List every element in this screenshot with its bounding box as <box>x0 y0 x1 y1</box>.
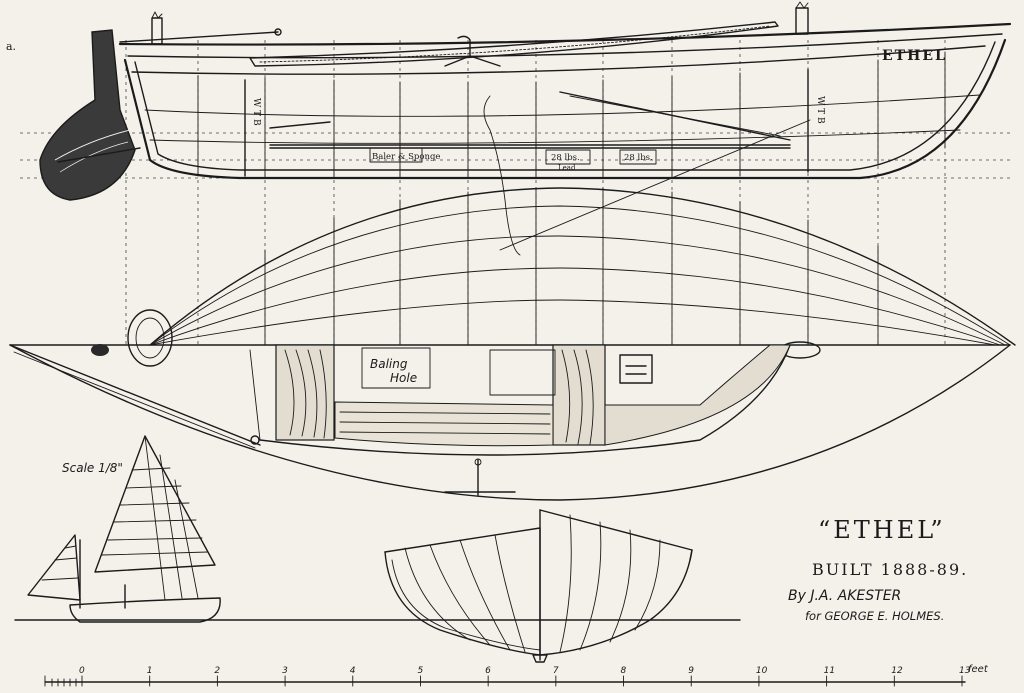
scale-tick-label: 8 <box>621 666 627 676</box>
baling-label-1: Baling <box>370 357 408 371</box>
scale-tick-label: 6 <box>485 666 491 676</box>
scale-tick-label: 5 <box>417 666 423 676</box>
scale-tick-label: 0 <box>79 666 85 676</box>
weight-label-1-sub: Lead <box>558 164 576 172</box>
title-block: “ETHEL” BUILT 1888-89. By J.A. AKESTER f… <box>788 516 968 623</box>
scale-tick-label: 10 <box>756 666 768 676</box>
built-date: BUILT 1888-89. <box>812 560 968 579</box>
scale-tick-label: 4 <box>350 666 356 676</box>
body-plan <box>384 509 693 663</box>
baler-sponge-label: Baler & Sponge <box>372 152 440 162</box>
weight-label-1: 28 lbs. <box>551 153 580 163</box>
scale-bar-unit: feet <box>968 664 989 675</box>
wtb-label-right: W T B <box>815 96 825 124</box>
weight-label-2: 28 lbs. <box>624 153 653 163</box>
scale-tick-label: 9 <box>688 666 694 676</box>
scale-tick-label: 12 <box>891 666 903 676</box>
scale-tick-label: 2 <box>214 666 220 676</box>
half-breadth-plan <box>9 119 1016 367</box>
wtb-label-left: W T B <box>251 98 261 126</box>
profile-view: a. ETHEL W T B W T B Baler & Sponge 28 l… <box>6 1 1012 256</box>
interior-plan: Baling Hole <box>9 344 1011 501</box>
station-lines <box>20 40 1010 345</box>
scale-label: Scale 1/8" <box>62 461 123 475</box>
sail-plan: Scale 1/8" <box>14 435 741 623</box>
scale-tick-label: 7 <box>553 666 559 676</box>
baling-label-2: Hole <box>390 371 417 385</box>
designer-credit: By J.A. AKESTER <box>788 588 901 604</box>
scale-tick-label: 11 <box>824 666 835 676</box>
boat-title: “ETHEL” <box>818 516 946 544</box>
scale-tick-label: 3 <box>282 666 288 676</box>
corner-mark: a. <box>6 40 16 53</box>
owner-credit: for GEORGE E. HOLMES. <box>805 609 944 623</box>
scale-tick-label: 13 <box>959 666 971 676</box>
scale-tick-label: 1 <box>147 666 153 676</box>
hull-name-label: ETHEL <box>882 48 947 64</box>
